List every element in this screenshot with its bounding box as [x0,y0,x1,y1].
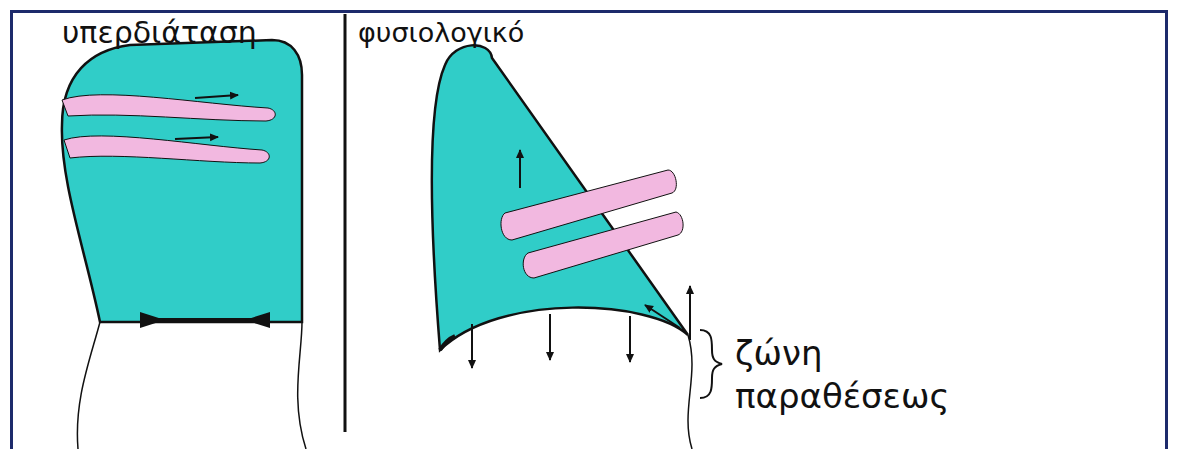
chest-wall [688,335,692,449]
arrow [689,286,691,340]
panel-title: υπερδιάταση [62,14,257,52]
arrow [519,150,521,188]
arrow [175,137,218,139]
panel-title: φυσιολογικό [358,16,524,50]
arrow [629,316,631,362]
arrow [195,95,238,98]
rib [64,136,269,163]
zone-label: ζώνη παραθέσεως [735,332,975,418]
hyperinflated-lung [62,40,302,322]
divider-line [344,14,347,432]
rib [62,95,275,121]
chest-wall [298,322,306,449]
rib [523,212,683,278]
normal-lung [432,45,688,350]
flat-diaphragm [140,312,270,328]
arrow [471,324,473,368]
arrow [645,305,680,328]
chest-wall [77,322,100,449]
brace [700,330,722,398]
arrow [549,314,551,360]
diaphragm [440,336,455,350]
